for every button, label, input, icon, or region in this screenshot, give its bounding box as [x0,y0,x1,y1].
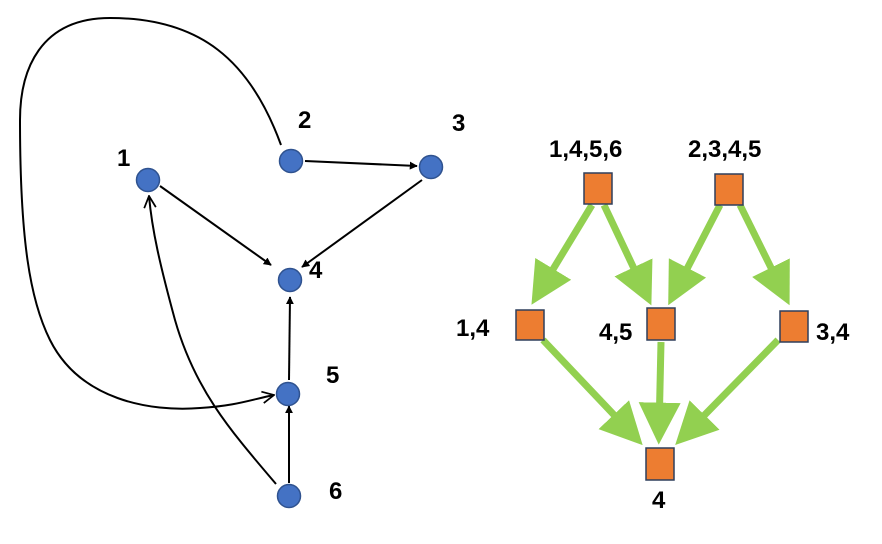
edge-5-to-4 [285,296,294,381]
edge-a-to-c [531,203,595,305]
box-1456-label: 1,4,5,6 [549,136,622,163]
edge-a-to-d [600,203,653,306]
edge-c-to-f [540,337,643,446]
edge-2-to-5 [18,16,282,410]
node-5-label: 5 [326,362,339,389]
left-graph: 1 2 3 4 5 6 [18,16,465,509]
box-34 [779,310,809,343]
box-2345 [714,173,744,206]
node-1-label: 1 [117,145,130,172]
box-1456 [583,172,613,205]
edge-6-to-1 [149,196,277,485]
edge-e-to-f [675,337,781,446]
node-2 [278,148,304,174]
box-45 [646,307,676,341]
edge-b-to-d [668,203,724,306]
box-2345-label: 2,3,4,5 [688,136,761,163]
node-3-label: 3 [452,110,465,137]
box-14 [515,309,545,341]
node-4-label: 4 [309,257,323,284]
node-5 [275,381,301,407]
right-graph: 1,4,5,6 2,3,4,5 1,4 4,5 3,4 4 [456,136,850,514]
edge-2-to-3 [304,160,418,170]
box-34-label: 3,4 [816,319,850,346]
box-4-label: 4 [652,487,666,514]
edge-b-to-e [736,203,790,306]
node-4 [277,267,303,293]
box-14-label: 1,4 [456,315,490,342]
node-2-label: 2 [298,107,311,134]
edge-1-to-4 [159,185,272,266]
node-3 [418,154,444,180]
edge-d-to-f [638,341,681,445]
box-45-label: 4,5 [599,319,632,346]
node-6-label: 6 [329,478,342,505]
box-4 [645,447,675,481]
edge-3-to-4 [301,179,423,268]
node-1 [135,167,161,193]
node-6 [276,483,302,509]
